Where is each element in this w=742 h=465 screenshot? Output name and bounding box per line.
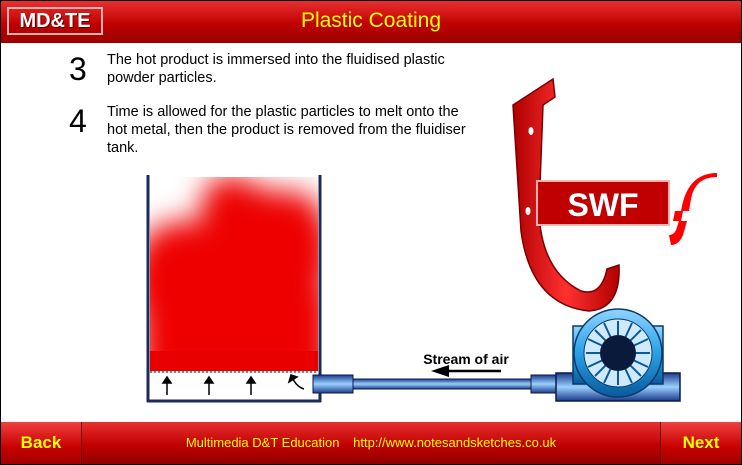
air-up-arrows	[161, 374, 305, 395]
header-bar: MD&TE Plastic Coating	[1, 1, 741, 43]
page-title: Plastic Coating	[300, 9, 442, 32]
next-button[interactable]: Next	[660, 422, 741, 464]
fluidiser-diagram: SWF Stream of air	[146, 77, 717, 403]
step-number: 4	[69, 103, 87, 139]
air-flow-arrow	[431, 365, 501, 377]
powder-cloud	[150, 177, 318, 371]
org-name: Multimedia D&T Education	[185, 435, 340, 450]
air-pump	[555, 308, 681, 402]
footer-credits: Multimedia D&T Education http://www.note…	[83, 422, 659, 464]
fluidiser-tank	[146, 175, 322, 403]
footer-bar: Back Multimedia D&T Education http://www…	[1, 422, 741, 464]
air-label: Stream of air	[423, 351, 509, 367]
step-number: 3	[69, 51, 87, 87]
coated-hook-product	[512, 77, 620, 312]
swf-badge: SWF	[536, 180, 670, 226]
logo: MD&TE	[7, 7, 103, 35]
swf-badge-label: SWF	[567, 187, 638, 223]
step-text: Time is allowed for the plastic particle…	[107, 104, 466, 156]
back-button[interactable]: Back	[1, 422, 82, 464]
flash-logo-icon	[669, 173, 717, 245]
step-text: The hot product is immersed into the flu…	[107, 52, 445, 86]
air-pipe	[312, 374, 572, 394]
site-url[interactable]: http://www.notesandsketches.co.uk	[353, 435, 557, 450]
